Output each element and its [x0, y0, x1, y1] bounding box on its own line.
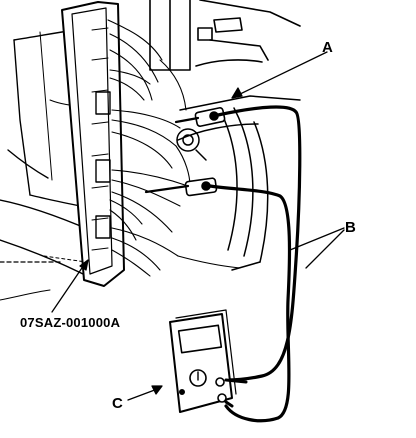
leader-lines	[0, 51, 345, 401]
callout-a: A	[322, 39, 333, 56]
wire-harness	[107, 19, 241, 277]
control-unit-connector	[61, 1, 125, 287]
dashboard-panel	[0, 27, 101, 301]
callout-b: B	[345, 219, 356, 236]
structure-top	[149, 0, 301, 71]
tool-number-label: 07SAZ-001000A	[20, 315, 121, 330]
test-probe-upper	[174, 107, 226, 127]
callout-c: C	[112, 395, 123, 412]
test-leads	[208, 105, 302, 423]
digital-multimeter	[169, 309, 248, 413]
test-probe-lower	[144, 177, 218, 197]
bracket	[176, 95, 301, 271]
